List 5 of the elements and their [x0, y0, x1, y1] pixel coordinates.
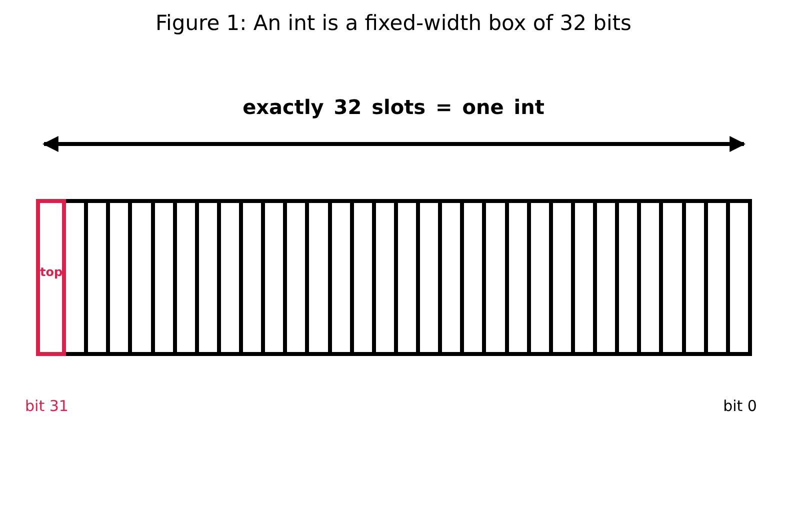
figure-title: Figure 1: An int is a fixed-width box of 32 bits	[154, 11, 632, 35]
width-label: exactly 32 slots = one int	[242, 95, 546, 119]
bit-index-label: bit 0	[723, 397, 757, 415]
bit-index-label: bit 31	[25, 397, 68, 415]
slot-label: top	[40, 265, 62, 279]
